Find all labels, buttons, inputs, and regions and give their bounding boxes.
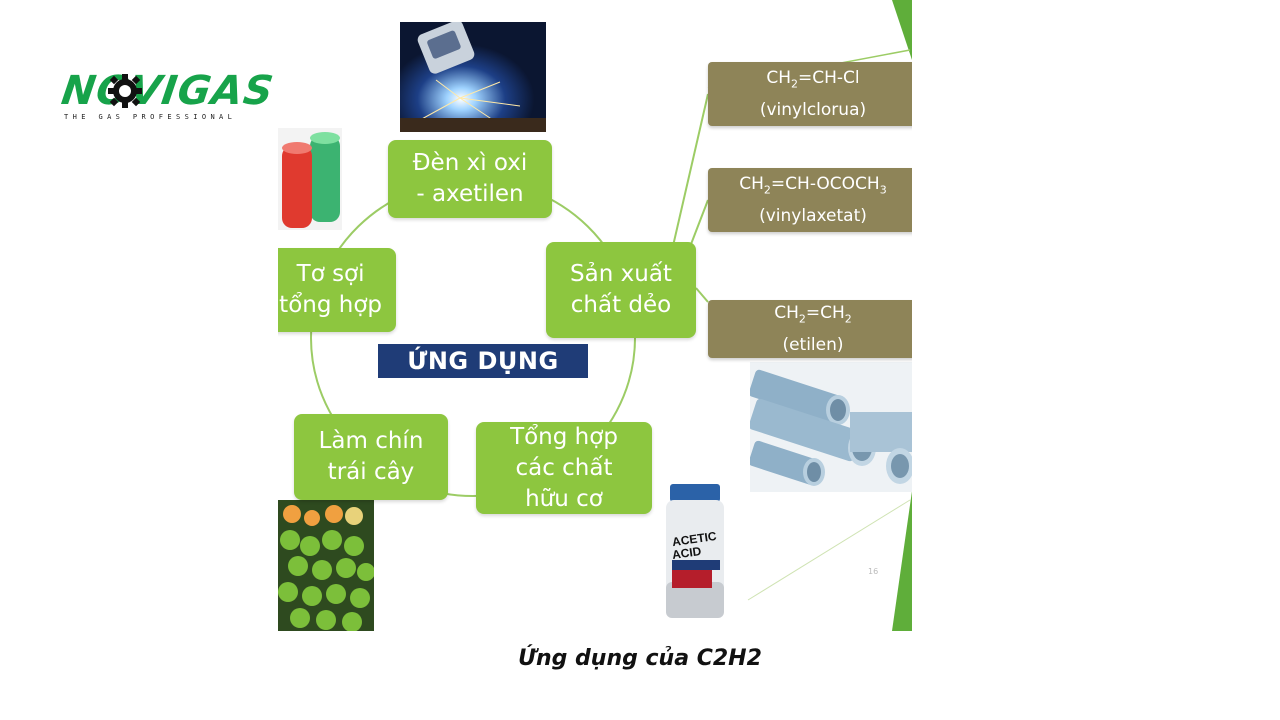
- node-organic-synthesis: Tổng hợp các chất hữu cơ: [476, 422, 652, 514]
- fruit-photo: [278, 500, 374, 631]
- pvc-pipes-photo: [750, 362, 912, 492]
- gear-icon: [108, 74, 142, 108]
- logo-tagline: THE GAS PROFESSIONAL: [64, 113, 237, 121]
- welding-photo: [400, 22, 546, 132]
- chem-name: (vinylclorua): [759, 100, 867, 121]
- novigas-logo: NOVIGAS THE GAS PROFESSIONAL: [58, 68, 302, 122]
- node-plastics: Sản xuất chất dẻo: [546, 242, 696, 338]
- node-fruit-ripening: Làm chín trái cây: [294, 414, 448, 500]
- diagram-frame: ACETIC ACID Đèn xì oxi - axetilen Sản xu…: [278, 0, 912, 631]
- center-label: ỨNG DỤNG: [378, 344, 588, 378]
- chem-name: (vinylaxetat): [759, 206, 867, 227]
- node-synthetic-fiber: Tơ sợi tổng hợp: [278, 248, 396, 332]
- figure-caption: Ứng dụng của C2H2: [518, 646, 762, 671]
- chem-name: (etilen): [782, 335, 844, 356]
- chem-box-vinylclorua: CH2=CH-Cl (vinylclorua): [708, 62, 912, 126]
- yarn-photo: [278, 128, 342, 230]
- logo-wordmark: NOVIGAS: [58, 68, 277, 114]
- node-welding: Đèn xì oxi - axetilen: [388, 140, 552, 218]
- acetic-acid-bottle: ACETIC ACID: [658, 482, 732, 622]
- chem-formula: CH2=CH-OCOCH3: [739, 173, 887, 197]
- page-number: 16: [868, 567, 879, 576]
- chem-box-etilen: CH2=CH2 (etilen): [708, 300, 912, 358]
- chem-formula: CH2=CH-Cl: [766, 67, 860, 91]
- chem-formula: CH2=CH2: [774, 302, 852, 326]
- chem-box-vinylaxetat: CH2=CH-OCOCH3 (vinylaxetat): [708, 168, 912, 232]
